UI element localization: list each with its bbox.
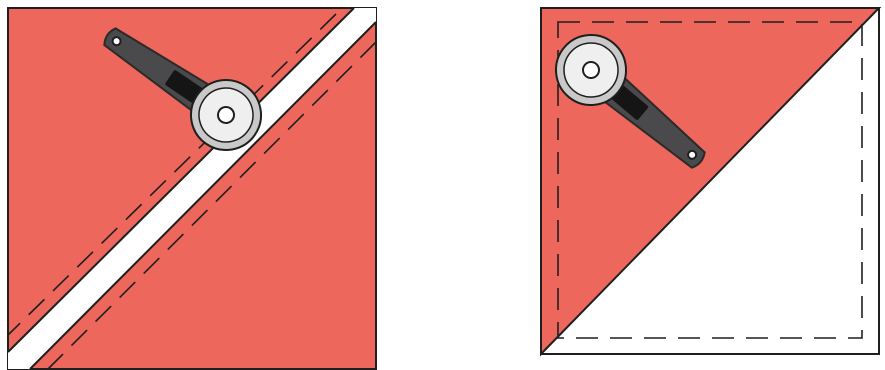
figure-cut-between-seams bbox=[8, 6, 376, 369]
figure-half-square-triangle bbox=[541, 8, 879, 354]
